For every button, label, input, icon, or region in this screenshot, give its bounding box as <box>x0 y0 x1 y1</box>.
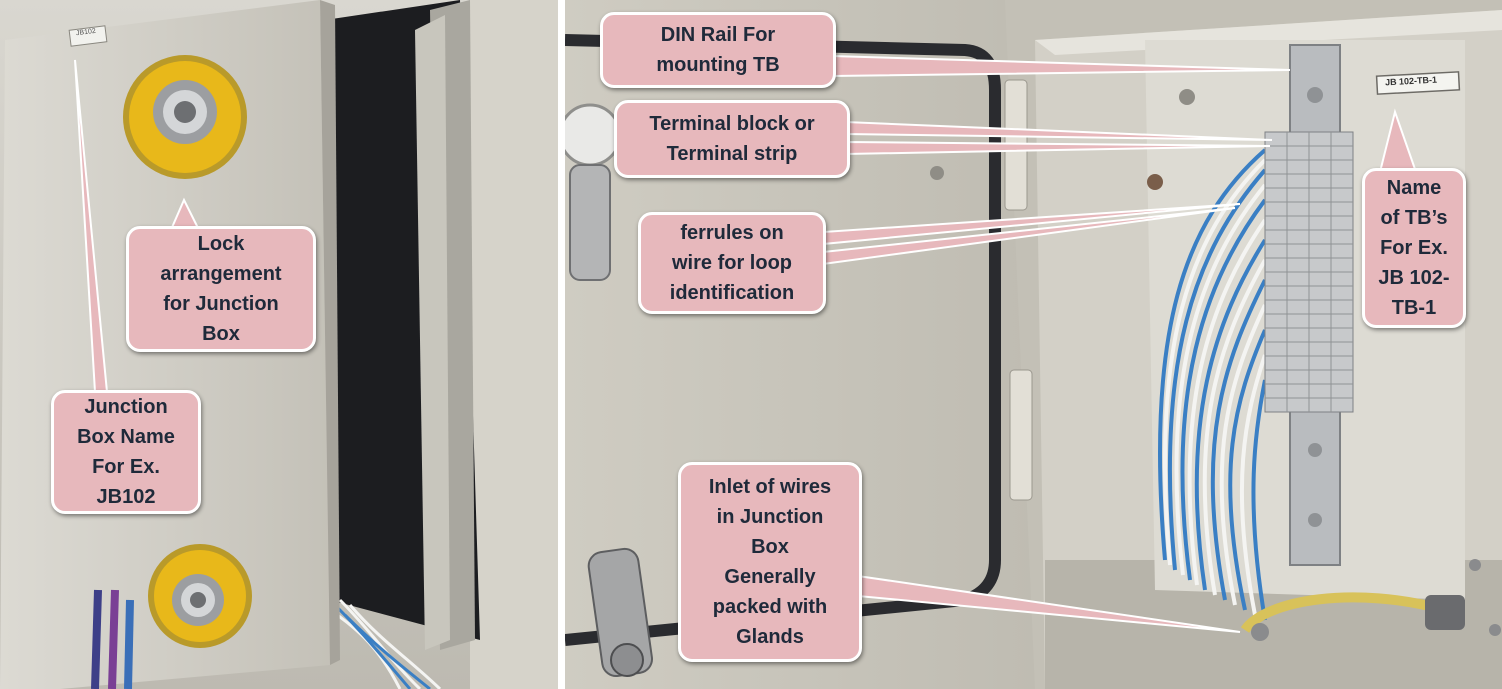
door-latch-lower <box>587 547 653 678</box>
callout-line: wire for loop <box>672 252 792 274</box>
upper-lock <box>123 55 247 179</box>
lower-hinge <box>1009 369 1033 501</box>
callout-line: Glands <box>736 626 804 648</box>
callout-line: For Ex. <box>92 456 160 478</box>
callout-line: packed with <box>712 596 828 618</box>
door-latch-upper <box>565 103 622 281</box>
callout-line: Generally <box>724 566 816 588</box>
callout-terminal-block: Terminal block or Terminal strip <box>614 100 850 178</box>
callout-line: Box <box>202 323 240 345</box>
callout-line: for Junction <box>163 293 279 315</box>
callout-line: JB102 <box>96 486 156 508</box>
callout-ferrules: ferrules on wire for loop identification <box>638 212 826 314</box>
callout-line: of TB’s <box>1380 207 1448 229</box>
callout-inlet-wires: Inlet of wires in Junction Box Generally… <box>678 462 862 662</box>
callout-line: in Junction <box>716 506 824 528</box>
callout-line: Terminal block or <box>649 113 815 135</box>
callout-line: ferrules on <box>680 222 784 244</box>
callout-line: Inlet of wires <box>708 476 832 498</box>
callout-din-rail: DIN Rail For mounting TB <box>600 12 836 88</box>
upper-hinge <box>1004 79 1028 211</box>
terminal-block-stack <box>1264 131 1354 413</box>
callout-line: Name <box>1386 177 1442 199</box>
callout-line: Box Name <box>77 426 175 448</box>
callout-line: Lock <box>197 233 245 255</box>
callout-tb-name: Name of TB’s For Ex. JB 102- TB-1 <box>1362 168 1466 328</box>
cable-gland-bundle <box>1240 592 1447 634</box>
callout-lock-arrangement: Lock arrangement for Junction Box <box>126 226 316 352</box>
callout-line: Junction <box>84 396 168 418</box>
tb-name-tag <box>1375 71 1461 95</box>
callout-line: JB 102- <box>1378 267 1450 289</box>
callout-line: TB-1 <box>1391 297 1437 319</box>
callout-line: arrangement <box>160 263 282 285</box>
callout-line: identification <box>669 282 795 304</box>
callout-line: Box <box>751 536 789 558</box>
callout-line: Terminal strip <box>666 143 798 165</box>
lower-lock <box>148 544 252 648</box>
door-name-tag <box>68 25 108 47</box>
callout-line: mounting TB <box>656 54 780 76</box>
callout-line: DIN Rail For <box>660 24 776 46</box>
callout-junction-box-name: Junction Box Name For Ex. JB102 <box>51 390 201 514</box>
callout-line: For Ex. <box>1380 237 1448 259</box>
